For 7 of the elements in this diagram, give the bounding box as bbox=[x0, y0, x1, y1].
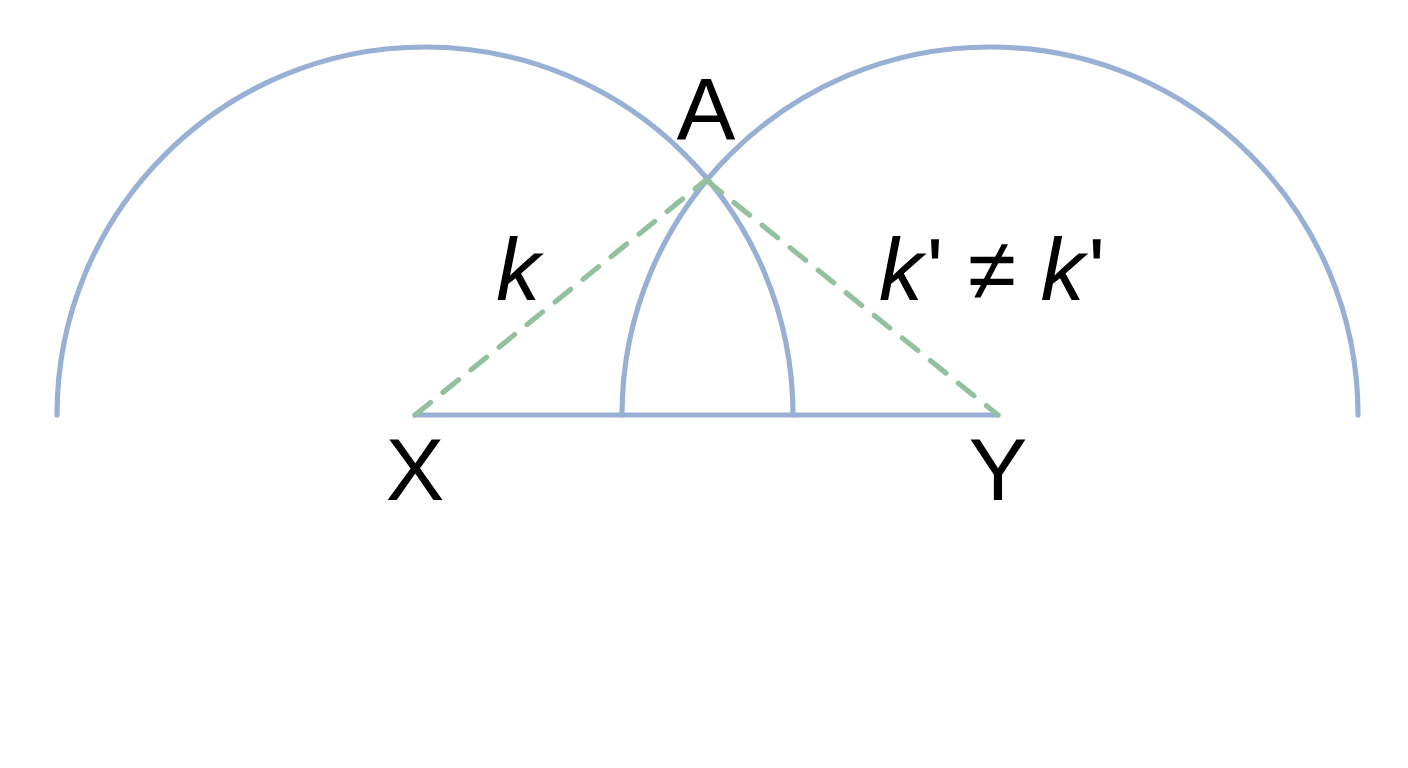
point-label: X bbox=[387, 439, 443, 500]
point-label: Y bbox=[970, 439, 1026, 500]
line-segment bbox=[412, 177, 709, 418]
point-label: A bbox=[676, 79, 736, 140]
edge-label: k bbox=[492, 232, 548, 304]
edge-label: k' ≠ k' bbox=[874, 232, 1110, 304]
line-segment bbox=[703, 177, 1001, 418]
